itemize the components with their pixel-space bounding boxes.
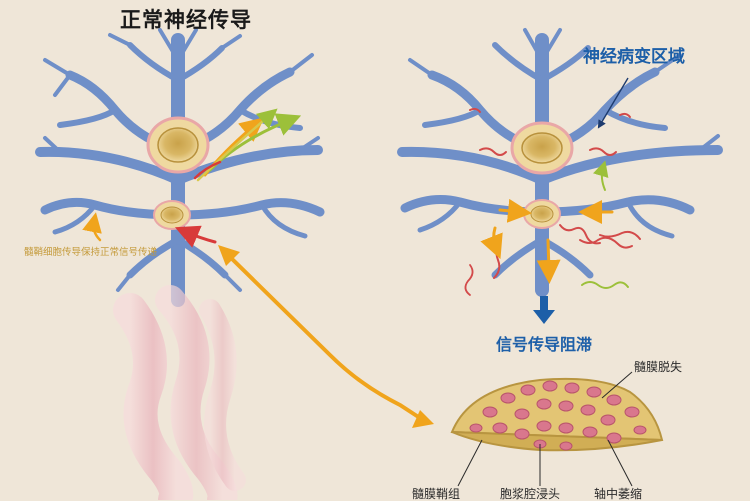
- label-bottom-mid: 胞浆腔浸头: [500, 487, 561, 501]
- label-demyelination: 髓膜脱失: [634, 360, 683, 374]
- lesion-pointer-line: [597, 77, 629, 129]
- lesion-damage-marks: [469, 107, 641, 279]
- connector-double-arrow: [218, 245, 434, 428]
- nerve-fiber-bundle: [113, 285, 246, 500]
- normal-signal-arrows: [82, 108, 302, 248]
- label-annotation-left: 髓鞘细胞传导保持正常信号传递: [24, 247, 158, 258]
- title-normal-conduction: 正常神经传导: [120, 8, 252, 32]
- lesion-signal-arrows: [464, 160, 629, 296]
- down-arrow-icon: [533, 296, 555, 324]
- cross-section: [450, 371, 664, 487]
- title-lesion-region: 神经病变区域: [583, 47, 685, 67]
- lesion-neuron-somas: [510, 121, 574, 229]
- label-bottom-right: 轴中萎缩: [594, 487, 643, 501]
- label-signal-blocked: 信号传导阻滞: [496, 335, 593, 354]
- normal-neuron-somas: [146, 116, 210, 230]
- label-bottom-left: 髓膜鞘组: [412, 487, 461, 501]
